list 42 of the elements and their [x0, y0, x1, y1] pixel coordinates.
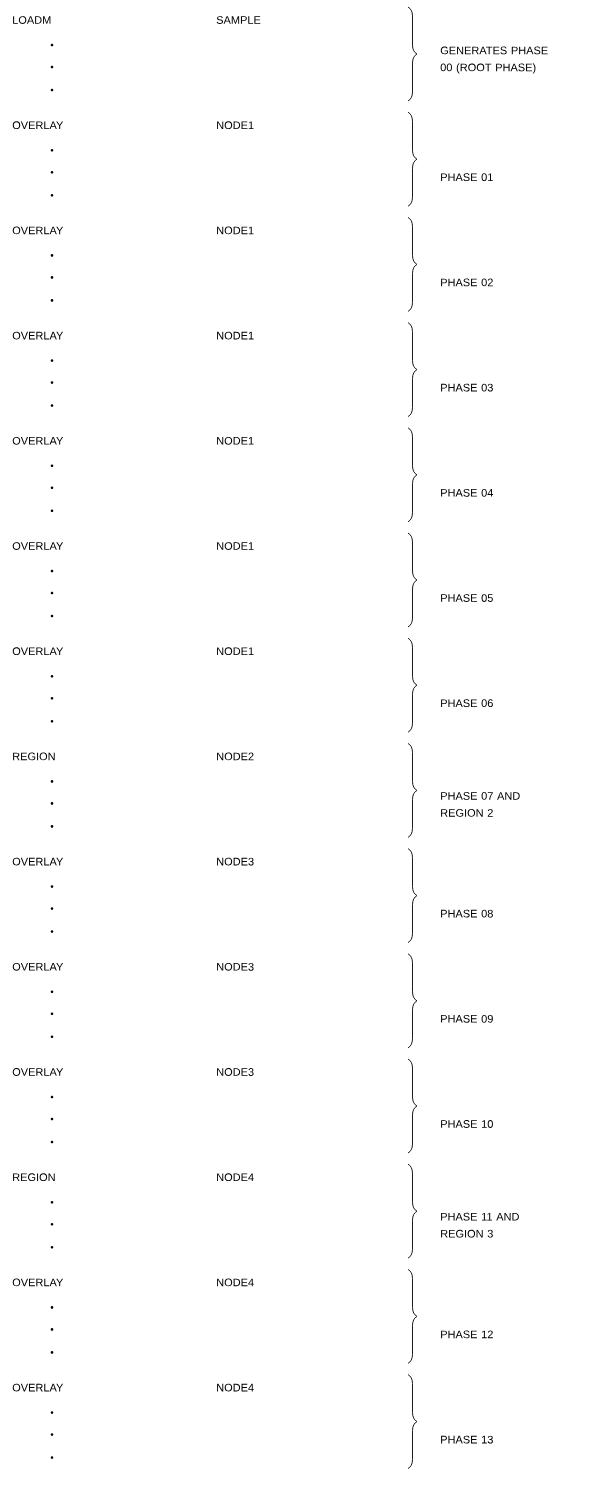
- phase-note: PHASE 02: [441, 278, 493, 287]
- statement-name: OVERLAY: [12, 226, 64, 235]
- node-name: SAMPLE: [216, 16, 261, 24]
- statement-name: OVERLAY: [12, 1278, 64, 1287]
- phase-note: GENERATES PHASE 00 (ROOT PHASE): [440, 46, 548, 74]
- node-name: NODE1: [217, 121, 254, 130]
- phase-note: PHASE 13: [441, 1435, 493, 1444]
- node-name: NODE1: [217, 226, 254, 235]
- node-name: NODE1: [217, 331, 254, 340]
- phase-note: PHASE 04: [441, 488, 494, 497]
- statement-name: OVERLAY: [12, 1383, 64, 1392]
- node-name: NODE1: [217, 542, 254, 550]
- phase-note: PHASE 05: [441, 594, 493, 602]
- node-name: NODE4: [217, 1278, 254, 1287]
- statement-name: REGION: [13, 1173, 55, 1182]
- statement-name: OVERLAY: [12, 331, 64, 340]
- phase-note: PHASE 10: [441, 1120, 493, 1128]
- phase-note: PHASE 08: [441, 909, 493, 918]
- statement-name: OVERLAY: [12, 121, 64, 130]
- phase-note: PHASE 12: [441, 1330, 493, 1339]
- phase-note: PHASE 03: [441, 383, 493, 392]
- node-name: NODE2: [217, 752, 254, 761]
- statement-name: OVERLAY: [12, 436, 64, 445]
- phase-note: PHASE 09: [441, 1014, 493, 1023]
- node-name: NODE3: [217, 1068, 254, 1076]
- statement-name: OVERLAY: [12, 857, 64, 866]
- statement-name: OVERLAY: [12, 962, 64, 971]
- phase-note: PHASE 06: [441, 699, 493, 708]
- node-name: NODE1: [217, 436, 254, 445]
- statement-name: OVERLAY: [12, 542, 64, 550]
- node-name: NODE3: [217, 962, 254, 971]
- statement-name: REGION: [13, 752, 55, 761]
- statement-name: OVERLAY: [12, 647, 64, 656]
- phase-note: PHASE 11 AND REGION 3: [441, 1212, 519, 1238]
- statement-name: OVERLAY: [12, 1068, 64, 1076]
- statement-name: LOADM: [13, 16, 51, 24]
- node-name: NODE3: [217, 857, 254, 866]
- phase-note: PHASE 01: [441, 173, 493, 182]
- node-name: NODE1: [217, 647, 254, 656]
- phase-note: PHASE 07 AND REGION 2: [441, 792, 520, 817]
- node-name: NODE4: [217, 1383, 254, 1392]
- node-name: NODE4: [217, 1173, 254, 1182]
